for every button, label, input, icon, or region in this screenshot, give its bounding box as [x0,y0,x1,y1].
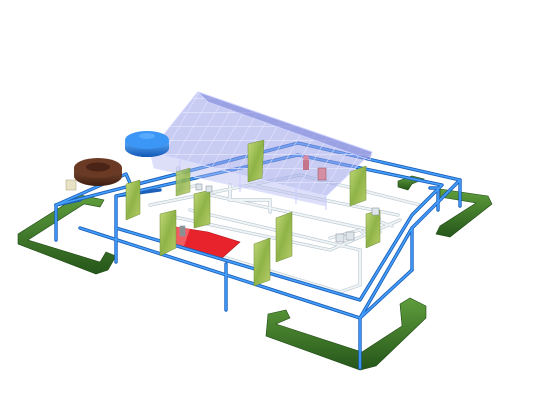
moss-panel [175,167,191,197]
moss-panel [349,165,367,207]
moss-panel [159,209,177,257]
water-tank-icon [125,131,169,157]
moss-panel [247,139,265,183]
hedge-bottom [265,297,427,371]
moss-panel [275,211,293,263]
fittings [179,167,380,243]
moss-panel [365,209,381,249]
hedge-right [435,188,493,238]
valve-icon [303,155,309,161]
hedge-group [17,175,493,371]
moss-panel [125,179,141,221]
moss-panel [253,237,271,287]
moss-panel [193,189,211,229]
greenhouse-roof-right [197,91,373,161]
rain-barrel-icon [65,158,122,191]
hedge-left [17,194,117,275]
moss-panels [125,139,381,287]
